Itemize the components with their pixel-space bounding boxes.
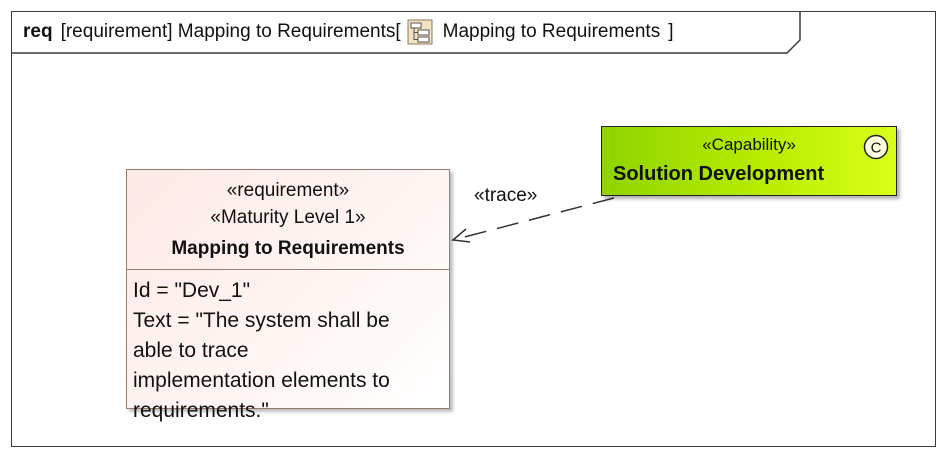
requirement-block[interactable]: «requirement» «Maturity Level 1» Mapping… [126,169,450,422]
capability-icon: C [863,134,889,160]
requirement-text-line: implementation elements to [133,369,390,392]
frame-title-prefix: [requirement] Mapping to Requirements[ [60,21,401,42]
capability-icon-letter: C [871,140,882,157]
requirement-text-line: Text = "The system shall be [133,309,390,332]
capability-block[interactable]: «Capability» Solution Development C [601,126,897,196]
requirement-stereotype: «requirement» [226,180,350,201]
frame-header: req [requirement] Mapping to Requirement… [11,11,696,53]
frame-title-name: Mapping to Requirements [442,21,661,42]
capability-name: Solution Development [613,163,825,185]
requirement-name: Mapping to Requirements [171,238,405,259]
maturity-stereotype: «Maturity Level 1» [210,207,366,228]
capability-stereotype: «Capability» [702,135,796,154]
frame-keyword: req [23,21,53,42]
requirement-id: Id = "Dev_1" [133,279,251,302]
requirement-header: «requirement» «Maturity Level 1» Mapping… [127,170,449,270]
requirement-diagram-icon [407,19,433,45]
frame-title-suffix: ] [668,21,674,42]
requirement-text-line: requirements." [133,399,269,422]
requirement-properties: Id = "Dev_1" Text = "The system shall be… [127,270,449,426]
requirement-text-line: able to trace [133,339,249,362]
trace-label: «trace» [474,185,538,206]
